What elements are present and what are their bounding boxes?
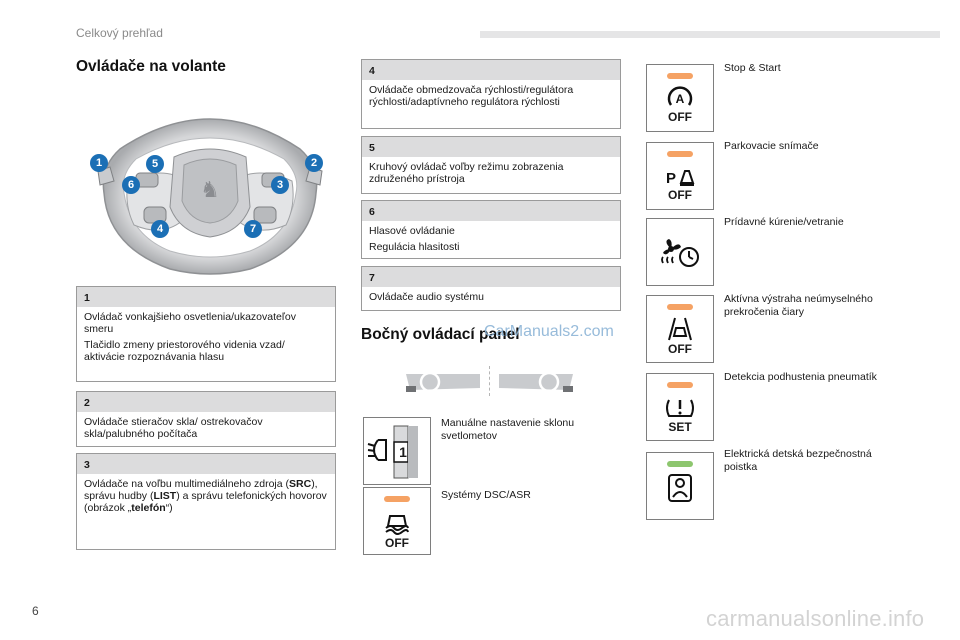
lane-departure-off-icon	[668, 317, 692, 341]
box-number: 2	[77, 392, 335, 412]
tyre-pressure-set-icon	[666, 399, 694, 417]
lane-departure-label: Aktívna výstraha neúmyselného prekročeni…	[724, 293, 873, 318]
marker-1: 1	[90, 154, 108, 172]
dashboard-left-icon	[404, 368, 482, 394]
box-number: 6	[362, 201, 620, 221]
marker-4: 4	[151, 220, 169, 238]
steering-wheel-illustration: ♞ 1 2 3 4 5 6 7	[90, 97, 330, 275]
headlamp-level-label: Manuálne nastavenie sklonu svetlometov	[441, 417, 575, 442]
control-box-3: 3 Ovládače na voľbu multimediálneho zdro…	[76, 453, 336, 550]
off-text: OFF	[668, 342, 692, 356]
section-header: Celkový prehľad	[76, 26, 163, 40]
box-text: Regulácia hlasitosti	[369, 241, 460, 253]
dashboard-right-icon	[497, 368, 575, 394]
svg-text:♞: ♞	[200, 178, 220, 203]
side-panel-title: Bočný ovládací panel	[361, 326, 520, 343]
control-box-7: 7 Ovládače audio systému	[361, 266, 621, 311]
control-box-2: 2 Ovládače stieračov skla/ ostrekovačov …	[76, 391, 336, 447]
box-number: 3	[77, 454, 335, 474]
divider	[489, 366, 490, 396]
box-number: 1	[77, 287, 335, 307]
parking-sensor-label: Parkovacie snímače	[724, 140, 819, 152]
watermark-text: CarManuals2.com	[484, 323, 614, 340]
indicator-light	[667, 151, 693, 157]
aux-heating-button[interactable]	[646, 218, 714, 286]
parking-sensor-off-icon: P	[666, 170, 695, 187]
set-text: SET	[668, 420, 692, 434]
marker-5: 5	[146, 155, 164, 173]
box-text: Ovládače audio systému	[369, 291, 484, 303]
stop-start-label: Stop & Start	[724, 62, 781, 74]
tyre-pressure-label: Detekcia podhustenia pneumatík	[724, 371, 877, 383]
child-lock-button[interactable]	[646, 452, 714, 520]
marker-2: 2	[305, 154, 323, 172]
aux-heating-icon	[661, 239, 699, 267]
dsc-off-icon	[385, 515, 409, 535]
off-text: OFF	[668, 110, 692, 124]
indicator-light	[667, 304, 693, 310]
aux-heating-label: Prídavné kúrenie/vetranie	[724, 216, 844, 228]
off-text: OFF	[668, 188, 692, 202]
marker-3: 3	[271, 176, 289, 194]
child-lock-icon	[668, 474, 692, 502]
headlamp-level-digit: 1	[399, 444, 407, 460]
box-number: 4	[362, 60, 620, 80]
steering-controls-title: Ovládače na volante	[76, 58, 226, 75]
box-text: Ovládače stieračov skla/ ostrekovačov sk…	[84, 416, 263, 440]
indicator-light	[667, 382, 693, 388]
control-box-1: 1 Ovládač vonkajšieho osvetlenia/ukazova…	[76, 286, 336, 382]
marker-6: 6	[122, 176, 140, 194]
box-text: Ovládače obmedzovača rýchlosti/regulátor…	[369, 84, 574, 108]
stop-start-button[interactable]: A OFF	[646, 64, 714, 132]
lane-departure-button[interactable]: OFF	[646, 295, 714, 363]
box-text: Ovládač vonkajšieho osvetlenia/ukazovate…	[84, 311, 297, 335]
box-text: Tlačidlo zmeny priestorového videnia vza…	[84, 339, 285, 363]
dsc-label: Systémy DSC/ASR	[441, 489, 531, 501]
box-number: 5	[362, 137, 620, 157]
control-box-5: 5 Kruhový ovládač voľby režimu zobrazeni…	[361, 136, 621, 194]
control-box-4: 4 Ovládače obmedzovača rýchlosti/regulát…	[361, 59, 621, 129]
header-bar	[480, 31, 940, 38]
box-text: Hlasové ovládanie	[369, 225, 455, 237]
headlamp-level-icon[interactable]: 1	[363, 417, 431, 485]
indicator-light	[667, 73, 693, 79]
marker-7: 7	[244, 220, 262, 238]
control-box-6: 6 Hlasové ovládanie Regulácia hlasitosti	[361, 200, 621, 259]
box-text: Ovládače na voľbu multimediálneho zdroja…	[84, 478, 327, 514]
box-number: 7	[362, 267, 620, 287]
dsc-off-button[interactable]: OFF	[363, 487, 431, 555]
box-text: Kruhový ovládač voľby režimu zobrazenia …	[369, 161, 564, 185]
footer-watermark: carmanualsonline.info	[706, 606, 925, 631]
indicator-light	[384, 496, 410, 502]
svg-text:A: A	[676, 92, 685, 106]
indicator-light	[667, 461, 693, 467]
svg-text:P: P	[666, 170, 676, 187]
child-lock-label: Elektrická detská bezpečnostná poistka	[724, 448, 872, 473]
off-text: OFF	[385, 536, 409, 550]
stop-start-off-icon: A	[667, 86, 693, 106]
parking-sensor-button[interactable]: P OFF	[646, 142, 714, 210]
page-number: 6	[32, 604, 39, 618]
tyre-pressure-button[interactable]: SET	[646, 373, 714, 441]
